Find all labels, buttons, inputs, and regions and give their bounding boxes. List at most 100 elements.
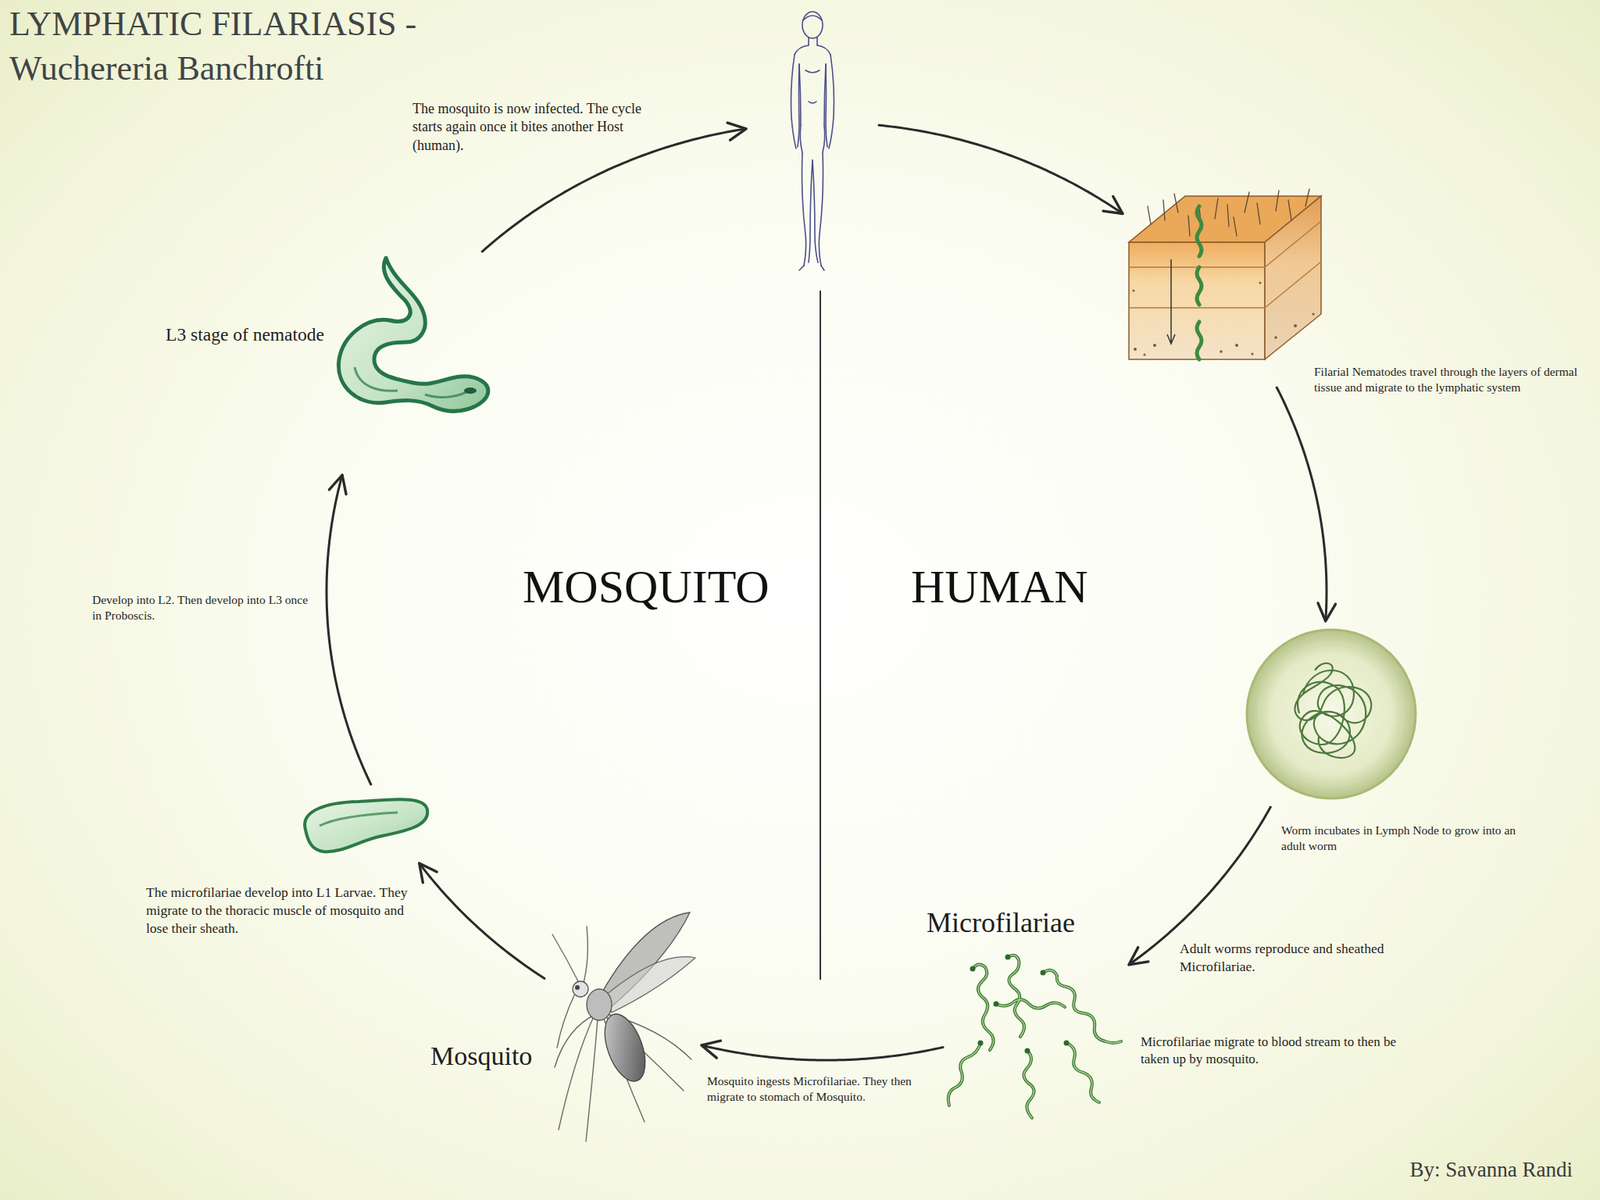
microfilariae-cluster <box>1040 970 1047 976</box>
cycle-arrow <box>482 128 747 252</box>
human-figure <box>805 70 820 104</box>
human-figure <box>825 54 835 149</box>
microfilariae-stage: MicrofilariaeAdult worms reproduce and s… <box>949 949 1123 1123</box>
microfilariae-cluster <box>948 1042 981 1106</box>
mosquito-figure <box>596 1008 654 1087</box>
human-figure <box>794 45 831 55</box>
stage-heading: L3 stage of nematode <box>136 322 325 347</box>
skin-block <box>1128 221 1322 308</box>
microfilariae-cluster <box>972 964 994 1050</box>
l3-larva <box>354 367 472 398</box>
diagram-title: LYMPHATIC FILARIASIS -Wuchereria Banchro… <box>9 1 494 91</box>
region-label: MOSQUITO <box>522 556 770 618</box>
stage-note: Worm incubates in Lymph Node to grow int… <box>1281 822 1540 854</box>
stage-note: Adult worms reproduce and sheathed Micro… <box>1179 939 1438 976</box>
skin-block <box>1311 312 1315 315</box>
microfilariae-cluster <box>1042 970 1122 1043</box>
stage-note: Filarial Nematodes travel through the la… <box>1314 364 1580 396</box>
microfilariae-cluster <box>948 1042 981 1106</box>
human-figure <box>802 11 823 39</box>
lymph-node <box>1259 642 1404 786</box>
microfilariae-cluster <box>1007 955 1025 1037</box>
microfilariae-cluster <box>1007 955 1025 1037</box>
microfilariae-cluster <box>1042 970 1122 1043</box>
microfilariae-cluster <box>1066 1042 1100 1103</box>
microfilariae-cluster <box>970 954 1070 1054</box>
human-figure <box>802 152 814 266</box>
l3-larva <box>338 257 488 411</box>
microfilariae-cluster <box>1023 1050 1034 1118</box>
mosquito-figure <box>552 926 588 1048</box>
mosquito-figure <box>575 985 580 990</box>
microfilariae-cluster <box>993 1001 1000 1008</box>
skin-block <box>1196 206 1202 360</box>
human-figure <box>812 152 824 266</box>
stage-heading: Mosquito <box>430 1039 556 1074</box>
l1-larva <box>304 799 428 852</box>
cycle-arrow <box>1276 387 1327 622</box>
mosquito-figure <box>586 989 612 1021</box>
stage-note: Microfilariae migrate to blood stream to… <box>1140 1033 1415 1068</box>
l3-larva <box>464 387 477 394</box>
cycle-arrow <box>701 1045 943 1061</box>
human-figure <box>808 37 818 46</box>
skin-stage: Filarial Nematodes travel through the la… <box>1127 189 1327 383</box>
cycle-arrow <box>878 125 1123 214</box>
microfilariae-cluster <box>972 964 994 1050</box>
lymph-node <box>1297 682 1355 758</box>
region-label: HUMAN <box>910 556 1089 618</box>
mosquito-figure <box>605 957 696 1013</box>
microfilariae-cluster <box>996 999 1065 1008</box>
skin-block <box>1293 324 1297 328</box>
divider-line <box>819 290 822 980</box>
mosquito-figure <box>552 926 692 1142</box>
l3-stage: L3 stage of nematode <box>331 257 490 469</box>
stage-note: The microfilariae develop into L1 Larvae… <box>146 883 416 937</box>
skin-block <box>1147 189 1310 236</box>
lymph-stage: Worm incubates in Lymph Node to grow int… <box>1244 627 1418 801</box>
human-figure <box>799 265 825 271</box>
human-figure <box>799 64 826 125</box>
skin-block <box>1132 282 1315 357</box>
microfilariae-cluster <box>1066 1042 1100 1103</box>
l1-larva <box>319 812 398 826</box>
l1-stage: The microfilariae develop into L1 Larvae… <box>296 790 431 858</box>
skin-block <box>1128 189 1322 360</box>
cycle-arrow <box>419 863 545 979</box>
human-figure <box>800 125 825 153</box>
human-figure <box>791 54 800 149</box>
mosquito-figure <box>572 981 589 997</box>
microfilariae-cluster <box>1023 1050 1034 1118</box>
microfilariae-cluster <box>970 966 976 972</box>
l3-larva <box>338 257 488 411</box>
lymph-node <box>1246 629 1416 799</box>
microfilariae-cluster <box>978 1040 984 1047</box>
stage-note: Mosquito ingests Microfilariae. They the… <box>707 1073 950 1105</box>
skin-block <box>1142 353 1146 356</box>
microfilariae-cluster <box>1025 1048 1031 1054</box>
author-caption: By: Savanna Randi <box>1410 1156 1573 1184</box>
skin-block <box>1235 343 1239 347</box>
skin-block <box>1132 289 1136 293</box>
skin-block <box>1264 196 1322 360</box>
microfilariae-cluster <box>996 999 1065 1008</box>
mosquito-stage: MosquitoMosquito ingests Microfilariae. … <box>550 910 696 1143</box>
connectors <box>326 125 1327 1061</box>
edge-label: Develop into L2. Then develop into L3 on… <box>92 592 315 624</box>
microfilariae-cluster <box>1064 1040 1070 1047</box>
l1-larva <box>304 799 428 852</box>
skin-block <box>1219 350 1223 354</box>
skin-block <box>1133 347 1137 351</box>
skin-block <box>1259 282 1262 285</box>
human-figure <box>791 11 835 271</box>
stage-note: The mosquito is now infected. The cycle … <box>412 100 663 155</box>
microfilariae-cluster <box>1005 954 1011 961</box>
skin-block <box>1153 343 1157 347</box>
microfilariae-cluster <box>948 954 1122 1119</box>
cycle-arrow <box>326 475 372 785</box>
microfilariae-cluster <box>948 955 1122 1118</box>
skin-block <box>1250 352 1254 355</box>
microfilariae-cluster <box>948 955 1122 1118</box>
skin-block <box>1167 259 1175 344</box>
